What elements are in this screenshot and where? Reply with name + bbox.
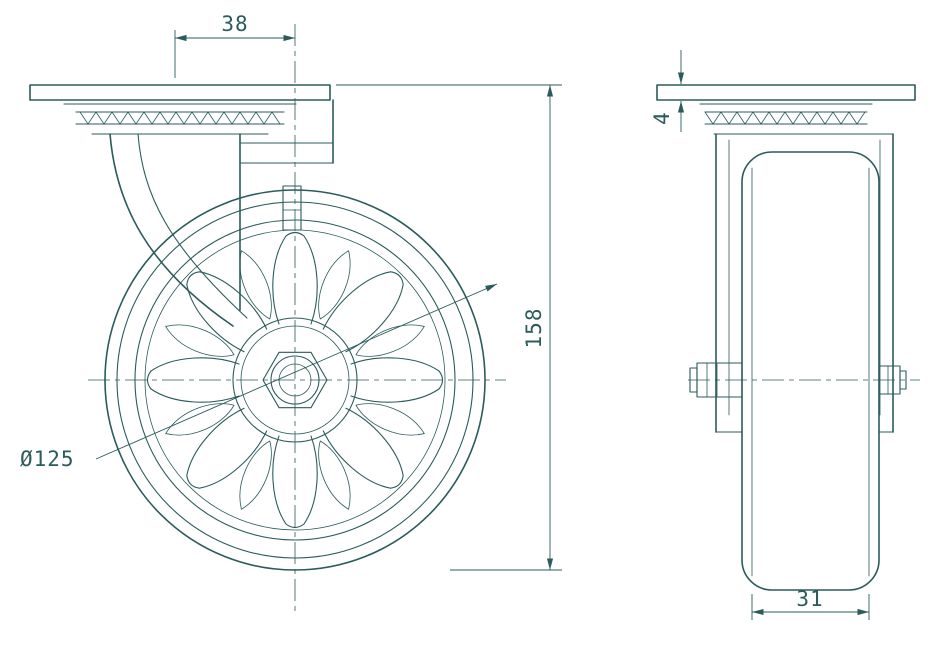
side-fork [715,133,894,433]
dim-overall-height-label: 158 [522,308,546,349]
wheel-outer-circle [104,189,486,571]
wheel-side [741,151,880,591]
axle-hex-nut [262,351,328,409]
top-plate [29,84,331,101]
dim-overall-height: 158 [336,84,562,571]
dim-wheel-width-label: 31 [796,587,823,611]
wheel-front [104,189,486,571]
wheel-side-outline [741,151,880,591]
side-top-plate [656,84,916,101]
dim-wheel-width: 31 [751,587,870,620]
wheel-hub [232,317,358,443]
dim-plate-offset: 38 [174,12,295,78]
side-swivel-bearing [699,103,873,135]
grease-fitting [282,185,302,231]
dim-wheel-diameter-label: Ø125 [20,447,75,471]
fork-bracket [109,99,334,327]
side-axle [689,362,907,398]
swivel-bearing [63,103,297,135]
front-view [29,24,506,612]
side-view [656,84,920,591]
dim-plate-thickness: 4 [650,50,685,132]
dim-plate-thickness-label: 4 [650,111,674,125]
dim-wheel-diameter: Ø125 [20,283,498,471]
dim-plate-offset-label: 38 [221,12,248,36]
